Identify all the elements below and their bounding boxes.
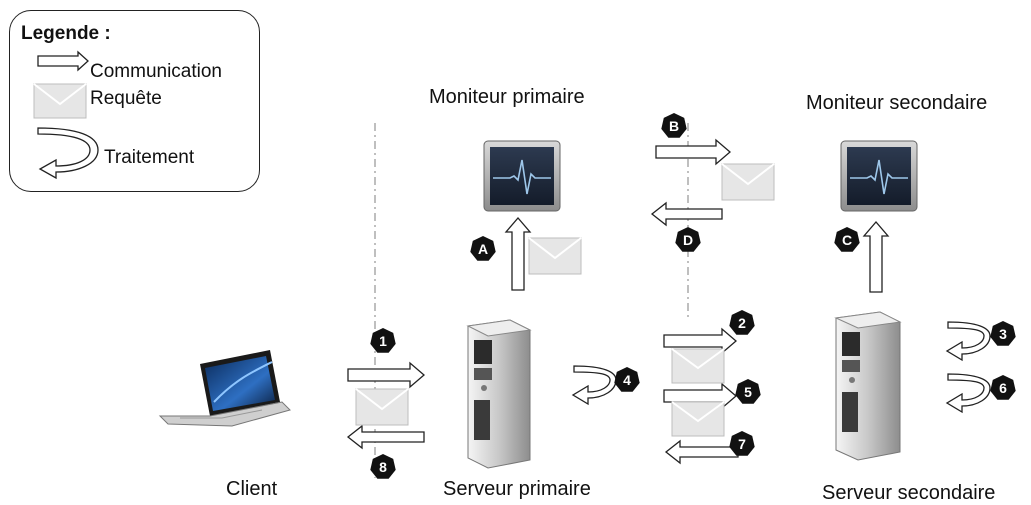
arrow-b <box>655 138 731 166</box>
secondary-server-label: Serveur secondaire <box>822 482 996 504</box>
processing-4 <box>571 365 617 406</box>
arrow-2 <box>663 327 737 355</box>
secondary-monitor-icon <box>840 140 918 212</box>
arrow-icon <box>37 50 89 72</box>
step-badge-label: 7 <box>738 436 746 452</box>
laptop-icon <box>158 350 291 427</box>
step-badge-label: 8 <box>379 459 387 475</box>
client-label: Client <box>226 478 278 500</box>
step-badge-a: A <box>470 236 496 261</box>
step-badge-label: D <box>683 232 693 248</box>
arrow-8 <box>346 424 425 450</box>
step-badge-c: C <box>834 227 860 252</box>
step-badge-3: 3 <box>990 321 1016 346</box>
step-badge-label: 2 <box>738 315 746 331</box>
step-badge-label: 1 <box>379 333 387 349</box>
processing-6 <box>945 373 991 414</box>
step-badge-label: 3 <box>999 326 1007 342</box>
legend-communication-label: Communication <box>90 61 222 82</box>
step-badge-5: 5 <box>735 379 761 404</box>
envelope-icon <box>721 163 775 201</box>
primary-server-icon <box>466 319 532 469</box>
envelope-icon <box>671 348 725 384</box>
step-badge-2: 2 <box>729 310 755 335</box>
step-badge-label: 5 <box>744 384 752 400</box>
step-badge-1: 1 <box>370 328 396 353</box>
primary-server-label: Serveur primaire <box>443 478 591 500</box>
step-badge-label: A <box>478 241 488 257</box>
processing-3 <box>945 321 991 362</box>
arrow-a <box>504 217 532 291</box>
step-badge-7: 7 <box>729 431 755 456</box>
legend-processing-label: Traitement <box>104 147 195 168</box>
step-badge-label: 6 <box>999 380 1007 396</box>
envelope-icon <box>33 83 87 119</box>
step-badge-6: 6 <box>990 375 1016 400</box>
step-badge-8: 8 <box>370 454 396 479</box>
secondary-monitor-label: Moniteur secondaire <box>806 92 988 114</box>
step-badge-label: 4 <box>623 372 631 388</box>
processing-icon <box>37 127 99 180</box>
arrow-1 <box>347 361 425 389</box>
arrow-c <box>862 221 890 293</box>
arrow-7 <box>664 439 739 465</box>
secondary-server-icon <box>834 311 902 461</box>
legend-title: Legende : <box>21 23 111 44</box>
legend-box <box>9 10 260 192</box>
step-badge-4: 4 <box>614 367 640 392</box>
step-badge-label: B <box>669 118 679 134</box>
arrow-d <box>650 201 723 227</box>
step-badge-d: D <box>675 227 701 252</box>
primary-monitor-icon <box>483 140 561 212</box>
legend-request-label: Requête <box>90 88 162 109</box>
step-badge-label: C <box>842 232 852 248</box>
primary-monitor-label: Moniteur primaire <box>429 86 585 108</box>
step-badge-b: B <box>661 113 687 138</box>
envelope-icon <box>528 237 582 275</box>
envelope-icon <box>671 401 725 437</box>
envelope-icon <box>355 388 409 426</box>
